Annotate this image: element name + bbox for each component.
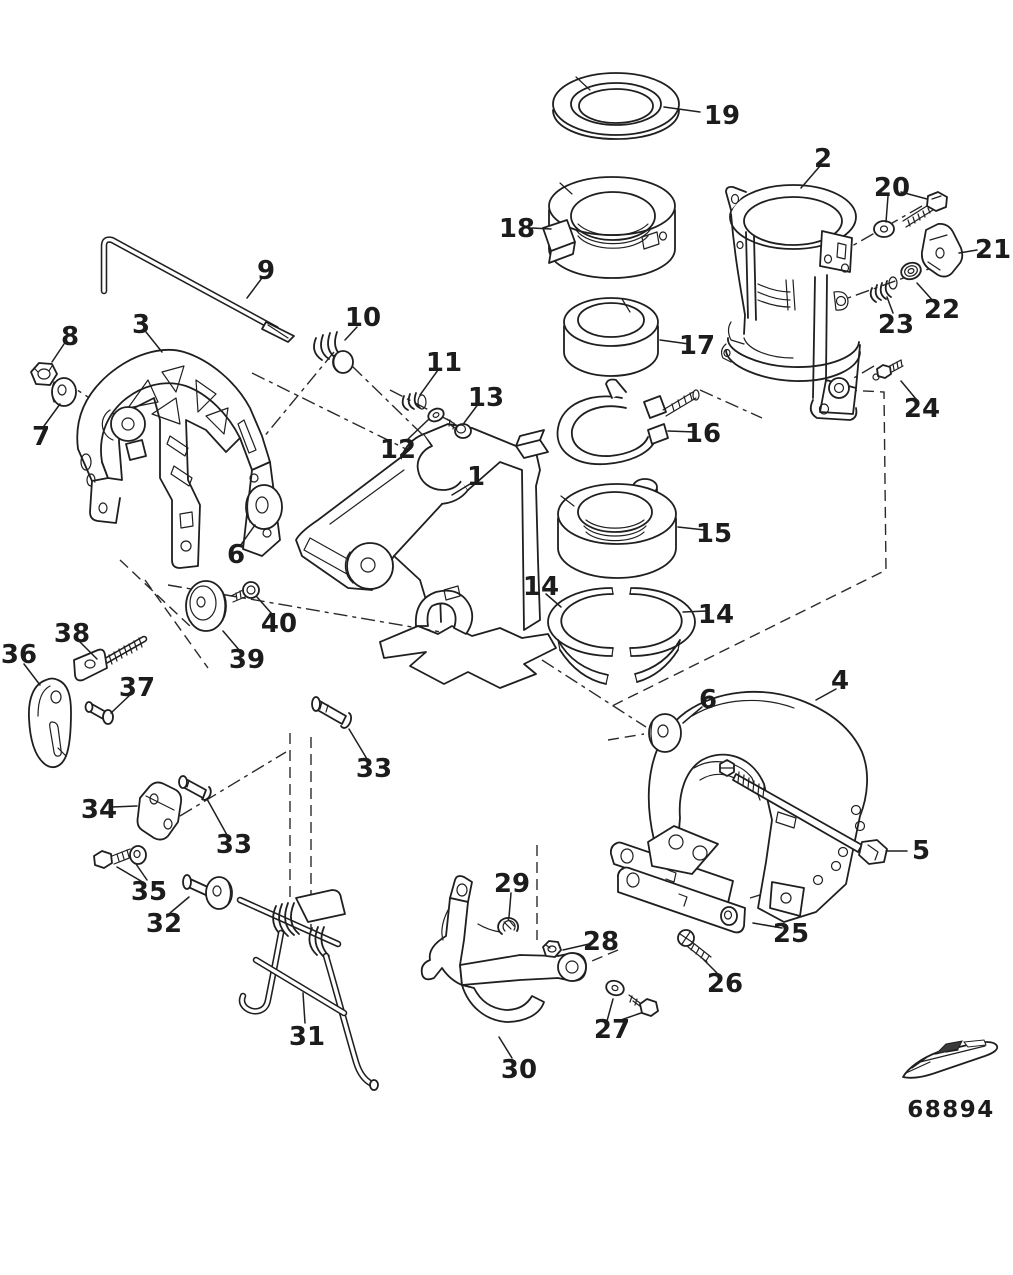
callout-6-right: 6 bbox=[699, 685, 717, 715]
part-35-bolt-washer bbox=[93, 845, 147, 869]
callout-20: 20 bbox=[874, 173, 910, 203]
callout-1: 1 bbox=[467, 462, 485, 492]
part-36-hook bbox=[28, 677, 72, 769]
part-34-bracket bbox=[136, 781, 183, 841]
part-31-spring bbox=[236, 889, 379, 1091]
part-33-pin-upper bbox=[311, 696, 352, 729]
callout-5: 5 bbox=[912, 836, 930, 866]
part-12-washer bbox=[427, 407, 445, 423]
part-5-bolt bbox=[732, 771, 888, 865]
part-32-pin bbox=[182, 874, 233, 910]
callout-26: 26 bbox=[707, 969, 743, 999]
callout-36: 36 bbox=[1, 640, 37, 670]
callout-7: 7 bbox=[32, 422, 50, 452]
part-27-washer-bolt bbox=[605, 979, 659, 1017]
part-19-seal-ring bbox=[552, 72, 680, 140]
part-6-washer-left bbox=[245, 484, 283, 530]
part-30-lock-lever bbox=[420, 875, 587, 1023]
part-38-stud bbox=[73, 635, 148, 682]
callout-12: 12 bbox=[380, 435, 416, 465]
callout-4: 4 bbox=[831, 666, 849, 696]
callout-14-left: 14 bbox=[523, 572, 559, 602]
callout-22: 22 bbox=[924, 295, 960, 325]
part-29-clip bbox=[477, 916, 520, 935]
callout-25: 25 bbox=[773, 919, 809, 949]
callout-38: 38 bbox=[54, 619, 90, 649]
part-10-spring bbox=[313, 331, 354, 374]
part-2-swivel-housing bbox=[720, 184, 861, 421]
callout-37: 37 bbox=[119, 673, 155, 703]
callout-14-right: 14 bbox=[698, 600, 734, 630]
callout-23: 23 bbox=[878, 310, 914, 340]
part-7-washer bbox=[51, 377, 77, 407]
callout-35: 35 bbox=[131, 877, 167, 907]
callout-10: 10 bbox=[345, 303, 381, 333]
callout-32: 32 bbox=[146, 909, 182, 939]
callout-11: 11 bbox=[426, 348, 462, 378]
leader-lines bbox=[23, 106, 978, 1059]
part-6-washer-right bbox=[648, 713, 682, 753]
part-9-rod bbox=[100, 236, 295, 343]
part-17-ring bbox=[563, 297, 659, 377]
callout-33-lower: 33 bbox=[216, 830, 252, 860]
part-39-disc bbox=[185, 580, 227, 632]
callout-21: 21 bbox=[975, 235, 1011, 265]
part-21-knob bbox=[920, 223, 964, 278]
callout-8: 8 bbox=[61, 322, 79, 352]
callout-39: 39 bbox=[229, 645, 265, 675]
callout-31: 31 bbox=[289, 1022, 325, 1052]
part-20-washer-bolt bbox=[873, 191, 948, 238]
callout-15: 15 bbox=[696, 519, 732, 549]
callout-27: 27 bbox=[594, 1015, 630, 1045]
part-11-spring bbox=[401, 392, 427, 411]
drawing-number: 68894 bbox=[907, 1097, 995, 1123]
part-26-screw bbox=[677, 929, 712, 963]
part-16-clamp bbox=[556, 378, 700, 465]
callout-29: 29 bbox=[494, 869, 530, 899]
callout-24: 24 bbox=[904, 394, 940, 424]
part-33-pin-lower bbox=[178, 775, 212, 801]
part-23-spring-screw bbox=[869, 276, 898, 303]
callout-40: 40 bbox=[261, 609, 297, 639]
callout-33-upper: 33 bbox=[356, 754, 392, 784]
callout-3: 3 bbox=[132, 310, 150, 340]
part-8-nut bbox=[30, 362, 58, 386]
callout-19: 19 bbox=[704, 101, 740, 131]
part-1-swivel-bracket bbox=[295, 423, 557, 689]
part-18-collar bbox=[542, 176, 676, 279]
callout-16: 16 bbox=[685, 419, 721, 449]
callout-28: 28 bbox=[583, 927, 619, 957]
callout-9: 9 bbox=[257, 256, 275, 286]
part-24-bolt bbox=[872, 359, 904, 381]
part-37-pin bbox=[84, 701, 114, 725]
callout-34: 34 bbox=[81, 795, 117, 825]
callout-13: 13 bbox=[468, 383, 504, 413]
part-15-nut bbox=[557, 478, 677, 579]
part-14-split-ring bbox=[547, 587, 696, 685]
part-22-washer bbox=[900, 261, 922, 281]
part-3-clamp-bracket bbox=[76, 348, 281, 569]
callout-17: 17 bbox=[679, 331, 715, 361]
part-25-plates bbox=[609, 841, 746, 934]
part-4-clamp-bracket bbox=[647, 690, 868, 923]
callout-30: 30 bbox=[501, 1055, 537, 1085]
part-28-nut bbox=[542, 940, 562, 958]
part-40-screw bbox=[230, 581, 260, 603]
parts-artwork bbox=[28, 72, 964, 1091]
callout-labels: 1 2 3 4 5 6 6 7 8 9 10 11 12 13 14 14 15… bbox=[1, 101, 1011, 1085]
callout-18: 18 bbox=[499, 214, 535, 244]
boat-logo-icon bbox=[902, 1039, 999, 1079]
callout-2: 2 bbox=[814, 144, 832, 174]
callout-6-left: 6 bbox=[227, 540, 245, 570]
part-13-screw bbox=[446, 418, 472, 439]
